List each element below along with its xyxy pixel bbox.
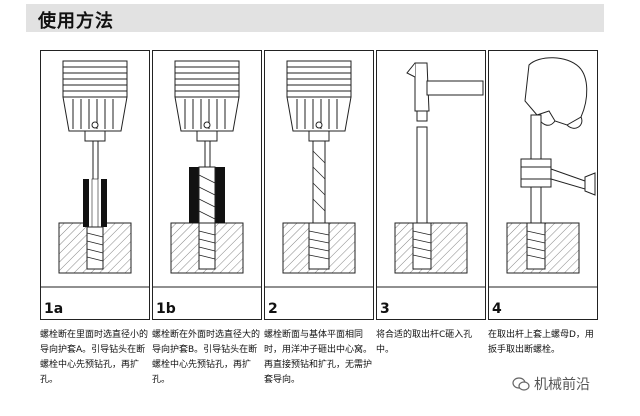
- step-1a-panel: 1a: [40, 50, 150, 320]
- drill-guide-small-illustration: [41, 60, 149, 288]
- page-title: 使用方法: [38, 11, 114, 32]
- hammer-extractor-illustration: [377, 62, 485, 288]
- step-4-caption: 在取出杆上套上螺母D，用扳手取出断螺栓。: [488, 330, 594, 355]
- step-1b-panel: 1b: [152, 50, 262, 320]
- step-2-panel: 2: [264, 50, 374, 320]
- step-label: 1b: [156, 301, 176, 317]
- wechat-icon: [512, 377, 530, 391]
- step-4-panel: 4: [488, 50, 598, 320]
- step-1b-caption: 螺栓断在外面时选直径大的导向护套B。引导钻头在断螺栓中心先预钻孔，再扩孔。: [152, 330, 261, 385]
- step-2-caption: 螺栓断面与基体平面相同时，用洋冲子砸出中心窝。再直接预钻和扩孔，无需护套导向。: [264, 330, 373, 385]
- step-label: 1a: [44, 301, 64, 317]
- step-1a-caption: 螺栓断在里面时选直径小的导向护套A。引导钻头在断螺栓中心先预钻孔，再扩孔。: [40, 330, 149, 385]
- step-3-panel: 3: [376, 50, 486, 320]
- step-3-caption: 将合适的取出杆C砸入孔中。: [376, 330, 473, 355]
- wrench-extraction-illustration: [489, 57, 597, 288]
- drill-guide-large-illustration: [153, 60, 261, 288]
- title-bar: 使用方法: [26, 4, 604, 32]
- step-label: 3: [380, 301, 390, 317]
- direct-drill-illustration: [265, 60, 373, 288]
- watermark: 机械前沿: [512, 374, 590, 394]
- step-label: 4: [492, 301, 502, 317]
- step-label: 2: [268, 301, 278, 317]
- watermark-text: 机械前沿: [534, 377, 590, 393]
